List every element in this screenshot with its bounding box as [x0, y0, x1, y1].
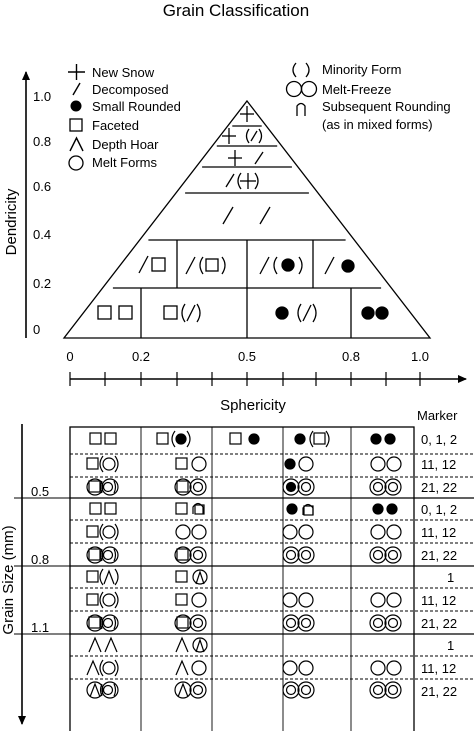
legend-label-new-snow: New Snow [92, 65, 155, 80]
legend-label-mixed-forms-note: (as in mixed forms) [322, 117, 433, 132]
diagram-title: Grain Classification [163, 1, 309, 20]
marker-value: 0, 1, 2 [421, 432, 457, 447]
table-row [89, 502, 398, 516]
table-symbols [86, 430, 402, 699]
marker-column: Marker 0, 1, 2 11, 12 21, 22 0, 1, 2 11,… [417, 408, 458, 699]
table-row [86, 478, 402, 496]
legend-label-faceted: Faceted [92, 118, 139, 133]
decomposed-faceted-minority-cell [185, 256, 226, 275]
decomposed-rounded-minority-cell [259, 256, 303, 275]
table-row [86, 546, 402, 564]
dendricity-tick-0.8: 0.8 [33, 134, 51, 149]
faceted-faceted-cell [97, 305, 133, 320]
marker-value: 1 [447, 638, 454, 653]
decomposed-rounded-cell [324, 256, 355, 275]
legend-label-decomposed: Decomposed [92, 82, 169, 97]
table-row [86, 681, 402, 699]
grain-size-axis: Grain Size (mm) 0.5 0.8 1.1 [0, 424, 70, 725]
marker-value: 1 [447, 570, 454, 585]
dendricity-tick-1.0: 1.0 [33, 89, 51, 104]
marker-value: 21, 22 [421, 480, 457, 495]
marker-value: 21, 22 [421, 616, 457, 631]
marker-value: 21, 22 [421, 548, 457, 563]
new-snow-and-decomposed-cell [228, 150, 264, 166]
table-row [86, 591, 402, 609]
grain-size-table [69, 426, 474, 731]
table-row [86, 614, 402, 632]
caret-icon [69, 136, 84, 152]
rounded-decomposed-minority-cell [275, 303, 317, 323]
legend-label-depth-hoar: Depth Hoar [92, 137, 159, 152]
marker-value: 11, 12 [421, 457, 456, 472]
pyramid-symbols [97, 106, 389, 323]
double-circle-icon [285, 80, 318, 98]
marker-value: 11, 12 [421, 593, 456, 608]
sphericity-tick-0.5: 0.5 [238, 349, 256, 364]
marker-value: 11, 12 [421, 525, 456, 540]
classification-pyramid [62, 99, 432, 339]
marker-value: 0, 1, 2 [421, 502, 457, 517]
table-row [86, 523, 402, 541]
sphericity-axis-label: Sphericity [220, 397, 286, 414]
rounded-rounded-cell [361, 306, 389, 320]
grain-size-tick-1.1: 1.1 [31, 620, 49, 635]
new-snow-decomposed-cell [222, 128, 263, 144]
table-row [86, 568, 208, 586]
table-row [89, 430, 396, 448]
square-icon [69, 118, 83, 132]
marker-header: Marker [417, 408, 458, 423]
dendricity-tick-0.4: 0.4 [33, 227, 51, 242]
legend-label-melt-freeze: Melt-Freeze [322, 82, 391, 97]
sphericity-tick-1.0: 1.0 [411, 349, 429, 364]
marker-value: 11, 12 [421, 661, 456, 676]
plus-icon [68, 64, 85, 80]
legend-right: Minority Form Melt-Freeze Subsequent Rou… [285, 62, 451, 132]
circle-icon [68, 155, 84, 171]
decomposed-new-snow-cell [225, 172, 259, 190]
sphericity-tick-0.8: 0.8 [342, 349, 360, 364]
parens-icon [292, 62, 310, 78]
dendricity-axis: Dendricity 1.0 0.8 0.6 0.4 0.2 0 [3, 71, 51, 338]
decomposed-faceted-cell [138, 255, 166, 274]
dendricity-tick-0.6: 0.6 [33, 179, 51, 194]
table-row [86, 455, 402, 473]
sphericity-axis: 0 0.2 0.5 0.8 1.0 Sphericity [66, 349, 467, 414]
grain-size-axis-label: Grain Size (mm) [0, 525, 17, 634]
dendricity-tick-0.2: 0.2 [33, 276, 51, 291]
legend-label-minority-form: Minority Form [322, 62, 401, 77]
dot-icon [70, 100, 82, 112]
dendricity-axis-label: Dendricity [3, 188, 20, 255]
grain-size-tick-0.5: 0.5 [31, 484, 49, 499]
sphericity-tick-0: 0 [66, 349, 73, 364]
dendricity-tick-0: 0 [33, 322, 40, 337]
decomposed-cell [222, 206, 271, 225]
table-row [88, 636, 208, 653]
legend-label-small-rounded: Small Rounded [92, 99, 181, 114]
legend-label-subsequent-rounding: Subsequent Rounding [322, 99, 451, 114]
grain-size-tick-0.8: 0.8 [31, 552, 49, 567]
legend-label-melt-forms: Melt Forms [92, 155, 158, 170]
marker-value: 21, 22 [421, 684, 457, 699]
table-row [86, 659, 402, 677]
sphericity-tick-0.2: 0.2 [132, 349, 150, 364]
legend-left: New Snow Decomposed Small Rounded Facete… [68, 64, 181, 171]
arch-icon [296, 102, 306, 116]
faceted-decomposed-minority-cell [163, 303, 201, 323]
new-snow-cell [240, 106, 254, 122]
slash-icon [72, 82, 81, 96]
